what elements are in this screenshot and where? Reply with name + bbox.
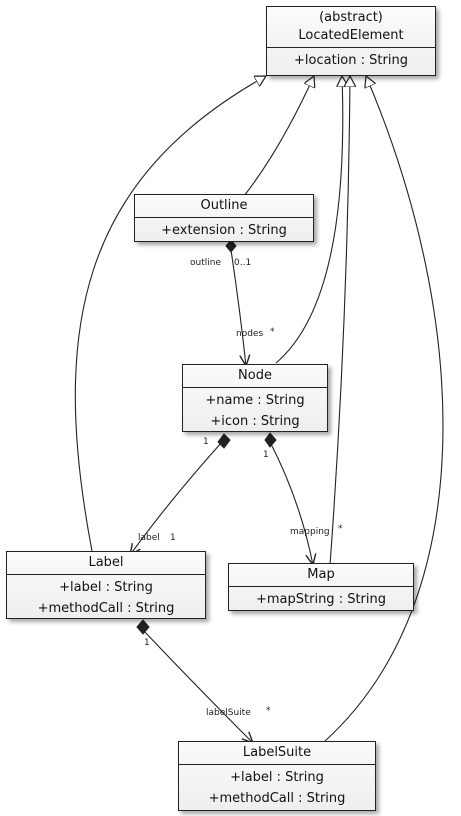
class-labelsuite[interactable]: LabelSuite +label : String +methodCall :… (178, 741, 376, 811)
attributes-outline: +extension : String (135, 217, 313, 243)
gen-label-located (74, 76, 266, 552)
edge-label-nodes-role: nodes (236, 329, 264, 339)
class-label[interactable]: Label +label : String +methodCall : Stri… (6, 551, 206, 619)
attr-name: +name : String (205, 393, 305, 408)
stereotype-abstract: (abstract) (319, 10, 383, 25)
diamond-node-map (264, 432, 277, 448)
attr-extension: +extension : String (161, 223, 287, 238)
gen-outline-located (243, 76, 314, 197)
attr-label: +label : String (230, 770, 324, 785)
edge-label-label-suite-mult: 1 (144, 638, 150, 648)
edge-label-labelsuite-mult: * (266, 706, 271, 716)
class-name-label: Label (88, 555, 124, 570)
class-outline[interactable]: Outline +extension : String (134, 194, 314, 242)
diamond-label-labelsuite (136, 619, 150, 635)
edge-label-outline-role: outline (190, 258, 221, 268)
gen-labelsuite-located (324, 76, 444, 742)
diamond-outline (225, 239, 237, 253)
attributes-map: +mapString : String (229, 586, 413, 612)
attr-methodcall: +methodCall : String (37, 601, 175, 616)
class-name-outline: Outline (200, 198, 248, 213)
class-name-located-element: LocatedElement (298, 28, 404, 43)
edge-label-labelsuite-role: labelSuite (206, 708, 251, 718)
edge-label-label-role: label (138, 533, 160, 543)
diamond-node-label (217, 433, 231, 449)
edge-label-label-mult: 1 (170, 533, 176, 543)
attributes-node: +name : String +icon : String (183, 387, 327, 434)
class-located-element[interactable]: (abstract) LocatedElement +location : St… (266, 6, 436, 76)
class-node[interactable]: Node +name : String +icon : String (182, 364, 328, 432)
attr-label: +label : String (59, 580, 153, 595)
class-name-node: Node (238, 368, 272, 383)
edge-label-mapping-role: mapping (290, 527, 330, 537)
attr-location: +location : String (294, 53, 408, 68)
attr-mapstring: +mapString : String (255, 592, 386, 607)
edge-label-nodes-mult: * (270, 327, 275, 337)
edge-label-node-label-mult: 1 (203, 437, 209, 447)
attr-icon: +icon : String (210, 414, 300, 429)
class-map[interactable]: Map +mapString : String (228, 563, 414, 611)
attributes-label: +label : String +methodCall : String (7, 574, 205, 621)
class-name-labelsuite: LabelSuite (242, 745, 312, 760)
comp-node-map (269, 441, 313, 565)
attributes-labelsuite: +label : String +methodCall : String (179, 764, 375, 811)
gen-map-located (329, 76, 350, 566)
comp-node-label (130, 441, 223, 555)
edge-label-node-map-mult: 1 (263, 450, 269, 460)
comp-outline-node (230, 249, 246, 366)
attr-methodcall: +methodCall : String (208, 791, 346, 806)
edge-label-outline-mult: 0..1 (234, 258, 252, 268)
attributes-located-element: +location : String (267, 47, 435, 73)
gen-node-located (275, 76, 343, 364)
edge-label-mapping-mult: * (338, 524, 343, 534)
class-name-map: Map (307, 567, 335, 582)
comp-label-labelsuite (142, 629, 253, 743)
